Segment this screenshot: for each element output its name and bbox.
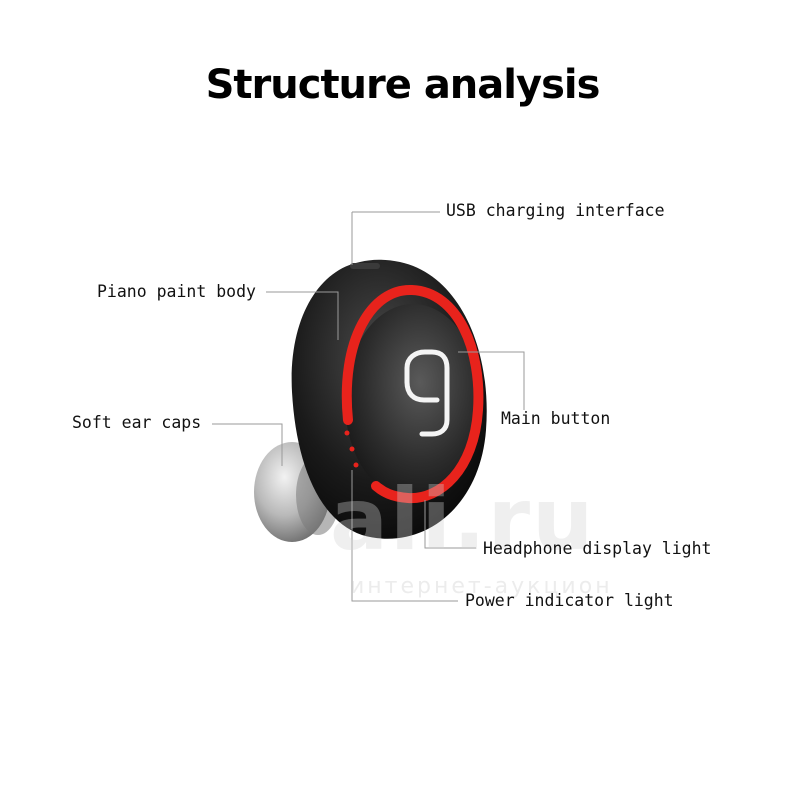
leader-power xyxy=(351,470,458,602)
label-main-button: Main button xyxy=(501,409,611,428)
button-face xyxy=(345,304,481,500)
leader-lines xyxy=(212,211,525,602)
watermark-subtitle: интернет-аукцион xyxy=(350,574,613,599)
usb-port xyxy=(350,263,380,269)
watermark: ali.ru xyxy=(330,470,596,570)
indicator-dot xyxy=(344,430,350,436)
indicator-dot xyxy=(353,462,359,468)
leader-main xyxy=(458,351,525,410)
indicator-dot xyxy=(349,446,355,452)
logo-icon xyxy=(404,349,450,437)
page-title: Structure analysis xyxy=(205,62,601,108)
label-usb-charging-interface: USB charging interface xyxy=(446,201,665,220)
leader-caps xyxy=(212,423,283,466)
label-headphone-display-light: Headphone display light xyxy=(483,539,712,558)
label-power-indicator-light: Power indicator light xyxy=(465,591,674,610)
leader-body xyxy=(266,291,339,340)
label-piano-paint-body: Piano paint body xyxy=(97,282,256,301)
red-light-ring xyxy=(341,284,484,504)
label-soft-ear-caps: Soft ear caps xyxy=(72,413,202,432)
leader-display xyxy=(424,500,476,549)
